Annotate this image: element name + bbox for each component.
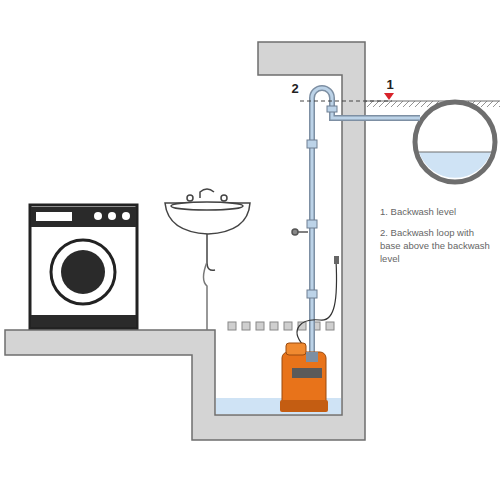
pit-grate [228,322,334,330]
sewer-pipe [415,102,495,182]
pipe-fittings [307,106,337,298]
pipe-inner [312,88,420,360]
submersible-pump [280,343,328,412]
legend-note: 1. Backwash level [380,206,495,219]
callout-number: 1 [383,76,397,94]
washing-machine [30,205,137,328]
wash-basin [165,189,250,330]
callout-number: 2 [288,80,302,98]
legend-note: 2. Backwash loop with base above the bac… [380,227,492,265]
pressure-pipe [312,88,420,360]
valve [292,229,308,235]
backwash-level-line [300,101,392,102]
socket [334,256,339,264]
power-cable [297,260,336,345]
level-marker [384,93,394,100]
pit-water [216,398,341,414]
